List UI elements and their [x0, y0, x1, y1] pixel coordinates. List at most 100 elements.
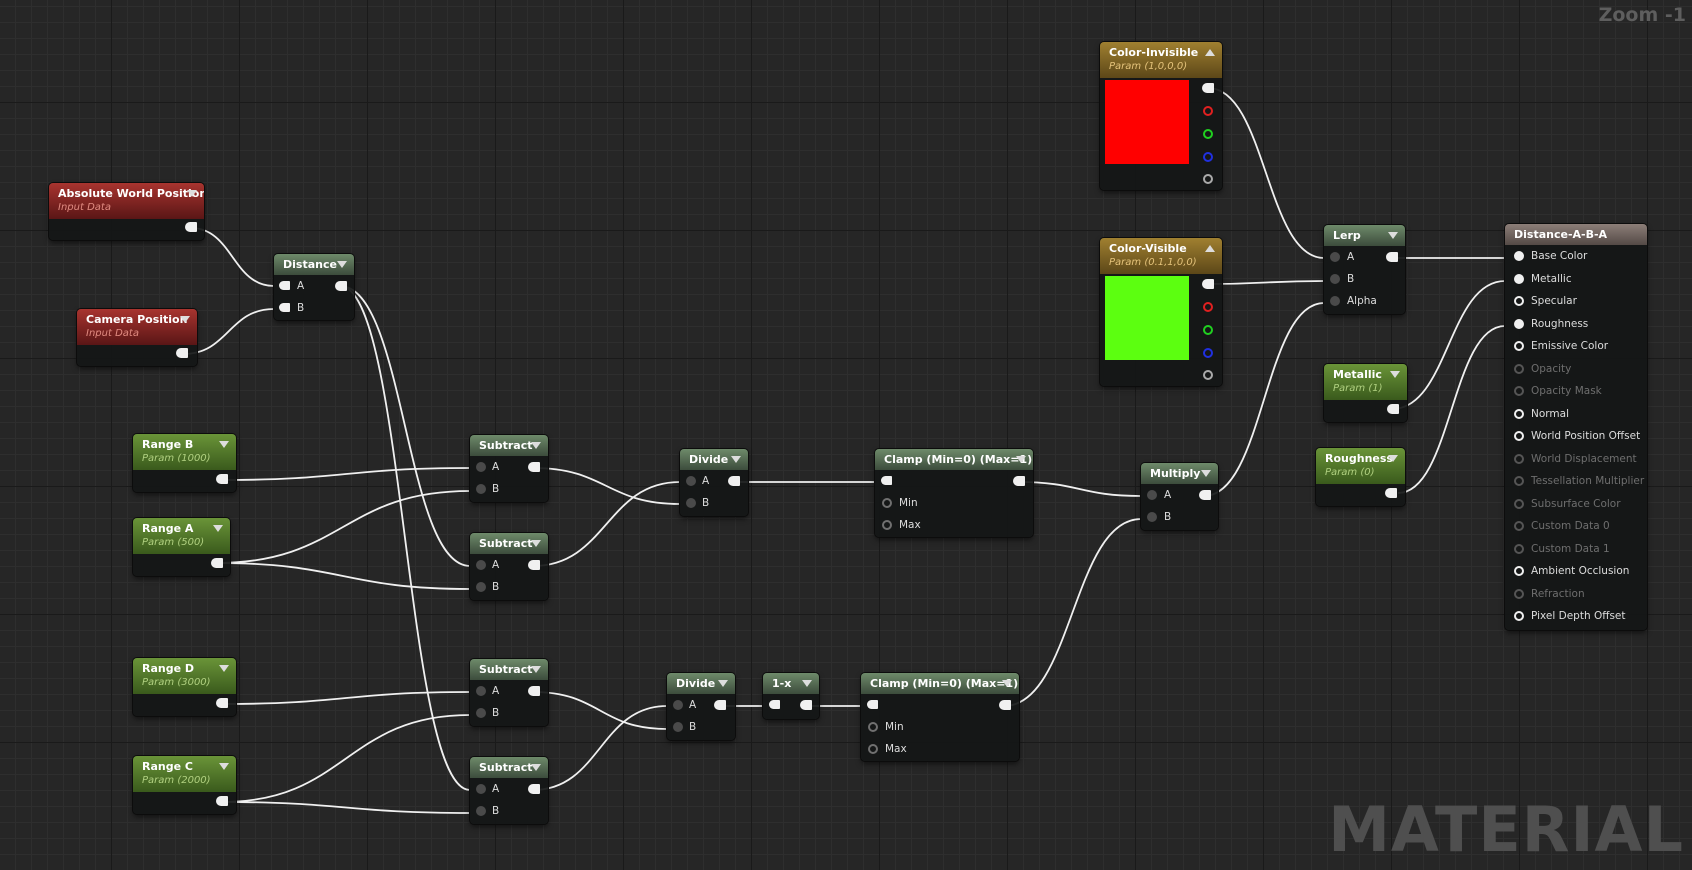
material-input-pin[interactable] — [1514, 273, 1524, 284]
node-metallic-param[interactable]: Metallic Param (1) — [1324, 364, 1407, 422]
output-pin[interactable] — [185, 222, 197, 232]
output-pin[interactable] — [216, 474, 228, 484]
output-pin[interactable] — [728, 476, 740, 486]
input-pin-a[interactable] — [476, 784, 486, 794]
node-header[interactable]: Subtract — [470, 659, 548, 680]
collapse-arrow-icon[interactable] — [1205, 49, 1215, 56]
material-input-pin[interactable] — [1514, 296, 1524, 306]
input-pin-a[interactable] — [686, 476, 696, 486]
node-range-d[interactable]: Range D Param (3000) — [133, 658, 236, 716]
material-input-pin[interactable] — [1514, 318, 1524, 329]
output-pin[interactable] — [216, 698, 228, 708]
collapse-arrow-icon[interactable] — [219, 441, 229, 448]
node-header[interactable]: Divide — [680, 449, 748, 470]
node-header[interactable]: Clamp (Min=0) (Max=1) — [861, 673, 1019, 694]
node-header[interactable]: Range B Param (1000) — [133, 434, 236, 470]
output-pin[interactable] — [335, 281, 347, 291]
node-multiply[interactable]: Multiply A B — [1141, 463, 1218, 530]
input-pin-alpha[interactable] — [1330, 296, 1340, 306]
input-pin-b[interactable] — [279, 303, 290, 312]
node-header[interactable]: Subtract — [470, 435, 548, 456]
node-range-c[interactable]: Range C Param (2000) — [133, 756, 236, 814]
node-header[interactable]: Metallic Param (1) — [1324, 364, 1407, 400]
output-pin[interactable] — [528, 686, 540, 696]
input-pin-min[interactable] — [868, 722, 878, 732]
node-header[interactable]: Subtract — [470, 533, 548, 554]
input-pin-a[interactable] — [673, 700, 683, 710]
collapse-arrow-icon[interactable] — [531, 764, 541, 771]
node-range-b[interactable]: Range B Param (1000) — [133, 434, 236, 492]
output-pin-alpha[interactable] — [1203, 370, 1213, 380]
node-header[interactable]: Distance — [274, 254, 354, 275]
output-pin-b[interactable] — [1203, 152, 1213, 162]
node-header[interactable]: 1-x — [763, 673, 819, 694]
node-header[interactable]: Color-Invisible Param (1,0,0,0) — [1100, 42, 1222, 78]
node-header[interactable]: Subtract — [470, 757, 548, 778]
node-range-a[interactable]: Range A Param (500) — [133, 518, 230, 576]
node-header[interactable]: Range C Param (2000) — [133, 756, 236, 792]
output-pin[interactable] — [211, 558, 223, 568]
node-distance[interactable]: Distance A B — [274, 254, 354, 320]
input-pin-a[interactable] — [476, 560, 486, 570]
node-subtract-2[interactable]: Subtract A B — [470, 533, 548, 600]
input-pin-max[interactable] — [868, 744, 878, 754]
output-pin-r[interactable] — [1203, 106, 1213, 116]
output-pin-rgb[interactable] — [1202, 83, 1214, 93]
output-pin[interactable] — [800, 700, 812, 710]
collapse-arrow-icon[interactable] — [187, 190, 197, 197]
color-preview-swatch[interactable] — [1105, 276, 1189, 360]
collapse-arrow-icon[interactable] — [213, 525, 223, 532]
input-pin-b[interactable] — [686, 498, 696, 508]
collapse-arrow-icon[interactable] — [1388, 455, 1398, 462]
node-divide-1[interactable]: Divide A B — [680, 449, 748, 516]
output-pin-alpha[interactable] — [1203, 174, 1213, 184]
input-pin-b[interactable] — [476, 582, 486, 592]
collapse-arrow-icon[interactable] — [1002, 680, 1012, 687]
node-header[interactable]: Clamp (Min=0) (Max=1) — [875, 449, 1033, 470]
input-pin-b[interactable] — [476, 708, 486, 718]
node-header[interactable]: Camera Position Input Data — [77, 309, 197, 345]
collapse-arrow-icon[interactable] — [1205, 245, 1215, 252]
output-pin[interactable] — [1385, 488, 1397, 498]
color-preview-swatch[interactable] — [1105, 80, 1189, 164]
output-pin[interactable] — [216, 796, 228, 806]
material-input-pin[interactable] — [1514, 566, 1524, 576]
node-lerp[interactable]: Lerp A B Alpha — [1324, 225, 1405, 314]
input-pin-a[interactable] — [1147, 490, 1157, 500]
input-pin[interactable] — [769, 700, 780, 709]
material-input-pin[interactable] — [1514, 611, 1524, 621]
output-pin[interactable] — [1199, 490, 1211, 500]
node-subtract-1[interactable]: Subtract A B — [470, 435, 548, 502]
collapse-arrow-icon[interactable] — [1390, 371, 1400, 378]
input-pin-a[interactable] — [476, 686, 486, 696]
collapse-arrow-icon[interactable] — [1016, 456, 1026, 463]
material-input-pin[interactable] — [1514, 431, 1524, 441]
collapse-arrow-icon[interactable] — [531, 540, 541, 547]
node-clamp-2[interactable]: Clamp (Min=0) (Max=1) Min Max — [861, 673, 1019, 761]
node-header[interactable]: Distance-A-B-A — [1505, 224, 1647, 245]
node-subtract-4[interactable]: Subtract A B — [470, 757, 548, 824]
output-pin[interactable] — [1386, 252, 1398, 262]
output-pin[interactable] — [1387, 404, 1399, 414]
node-header[interactable]: Divide — [667, 673, 735, 694]
node-header[interactable]: Lerp — [1324, 225, 1405, 246]
output-pin-g[interactable] — [1203, 129, 1213, 139]
collapse-arrow-icon[interactable] — [1388, 232, 1398, 239]
material-input-pin[interactable] — [1514, 341, 1524, 351]
input-pin-b[interactable] — [1147, 512, 1157, 522]
collapse-arrow-icon[interactable] — [219, 763, 229, 770]
output-pin-b[interactable] — [1203, 348, 1213, 358]
input-pin-min[interactable] — [882, 498, 892, 508]
input-pin-max[interactable] — [882, 520, 892, 530]
output-pin[interactable] — [1013, 476, 1025, 486]
output-pin-r[interactable] — [1203, 302, 1213, 312]
node-header[interactable]: Color-Visible Param (0.1,1,0,0) — [1100, 238, 1222, 274]
node-clamp-1[interactable]: Clamp (Min=0) (Max=1) Min Max — [875, 449, 1033, 537]
input-pin-a[interactable] — [476, 462, 486, 472]
collapse-arrow-icon[interactable] — [531, 442, 541, 449]
output-pin-g[interactable] — [1203, 325, 1213, 335]
node-header[interactable]: Roughness Param (0) — [1316, 448, 1405, 484]
input-pin-b[interactable] — [1330, 274, 1340, 284]
input-pin[interactable] — [867, 700, 878, 709]
